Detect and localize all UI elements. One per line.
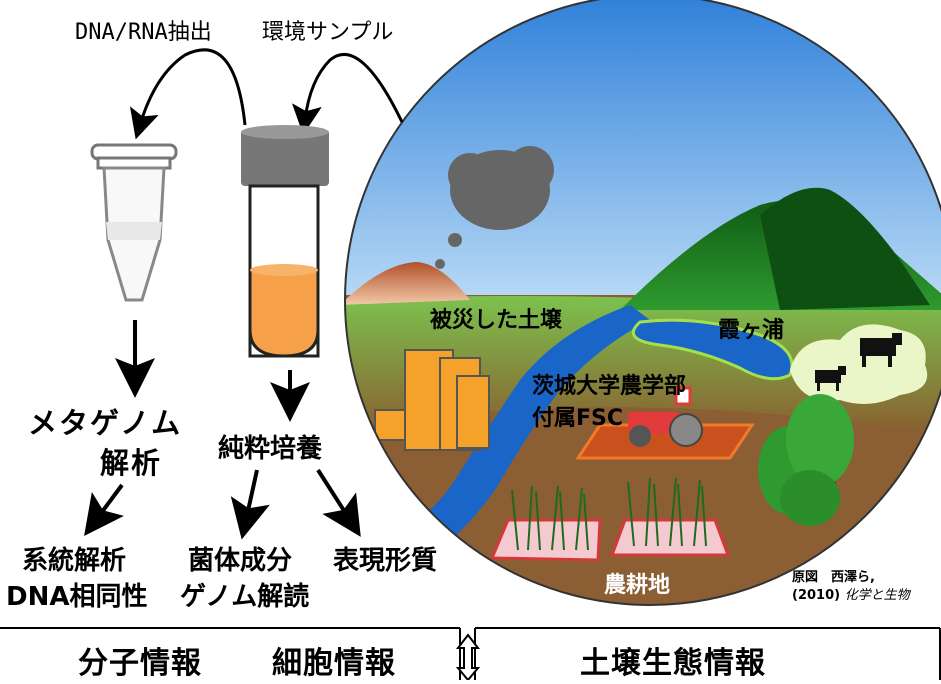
soil-ecology-info-label: 土壌生態情報 bbox=[580, 646, 766, 681]
damaged-soil-label: 被災した土壌 bbox=[430, 308, 563, 333]
volcano bbox=[345, 262, 470, 305]
extraction-label: DNA/RNA抽出 bbox=[75, 20, 212, 45]
citation-line1: 原図 西澤ら, bbox=[792, 570, 875, 585]
culture-tube-icon bbox=[241, 125, 329, 358]
culture-label: 純粋培養 bbox=[218, 434, 323, 464]
scene-border bbox=[344, 0, 941, 606]
arrow-to-phenotype bbox=[316, 468, 361, 537]
microtube-icon bbox=[90, 143, 178, 302]
university-label-line2: 付属FSC bbox=[532, 406, 624, 431]
arrow-to-components bbox=[230, 469, 270, 540]
sample-label: 環境サンプル bbox=[262, 20, 394, 45]
rice-plants bbox=[511, 477, 707, 551]
phylo-label: 系統解析 bbox=[22, 546, 127, 576]
arrow-to-phylo bbox=[84, 483, 124, 537]
dna-homology-label: DNA相同性 bbox=[6, 582, 148, 612]
cow-icon bbox=[815, 333, 902, 391]
phenotype-label: 表現形質 bbox=[333, 546, 438, 576]
metagenome-label-line1: メタゲノム bbox=[28, 406, 183, 440]
lake-kasumigaura bbox=[631, 318, 794, 381]
university-label-line1: 茨城大学農学部 bbox=[532, 374, 687, 399]
metagenome-label-line2: 解析 bbox=[100, 446, 163, 480]
citation-line2: (2010) 化学と生物 bbox=[792, 588, 910, 603]
mountain-peak bbox=[760, 187, 930, 310]
farmland-label: 農耕地 bbox=[604, 573, 671, 598]
rice-fields bbox=[489, 518, 731, 562]
buildings bbox=[374, 349, 490, 451]
genome-label: ゲノム解読 bbox=[180, 582, 310, 612]
curved-arrow-extract bbox=[129, 48, 247, 140]
lake-label: 霞ヶ浦 bbox=[718, 318, 785, 343]
components-label: 菌体成分 bbox=[188, 546, 293, 576]
flow-arrows bbox=[84, 320, 361, 540]
cellular-info-label: 細胞情報 bbox=[272, 646, 396, 681]
molecular-info-label: 分子情報 bbox=[78, 646, 202, 681]
trees bbox=[758, 394, 854, 526]
tractor-icon bbox=[628, 386, 703, 447]
smoke-cloud bbox=[435, 146, 554, 269]
curved-arrow-sample bbox=[291, 53, 404, 135]
